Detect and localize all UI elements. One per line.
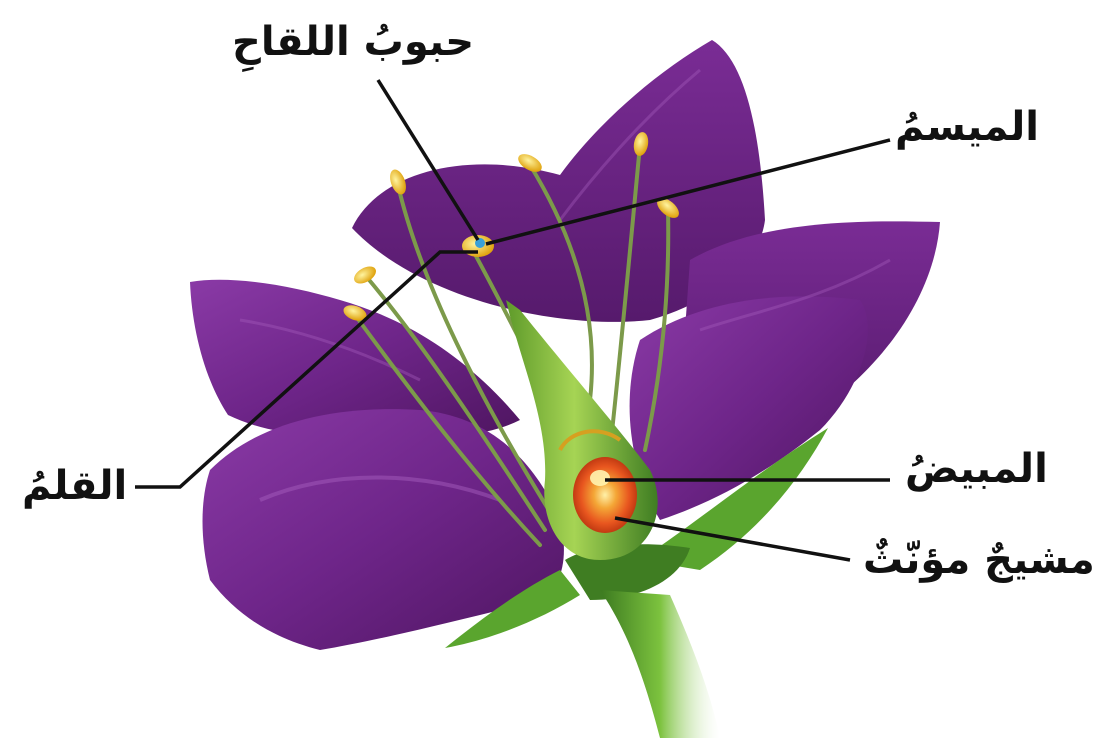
label-embryo-sac: مشيجٌ مؤنّثٌ: [863, 540, 1095, 580]
label-style: القلمُ: [22, 466, 127, 506]
label-stigma: الميسمُ: [895, 107, 1039, 147]
label-pollen-grains: حبوبُ اللقاحِ: [232, 22, 474, 62]
stem: [600, 590, 720, 738]
label-ovary: المبيضُ: [905, 449, 1048, 489]
